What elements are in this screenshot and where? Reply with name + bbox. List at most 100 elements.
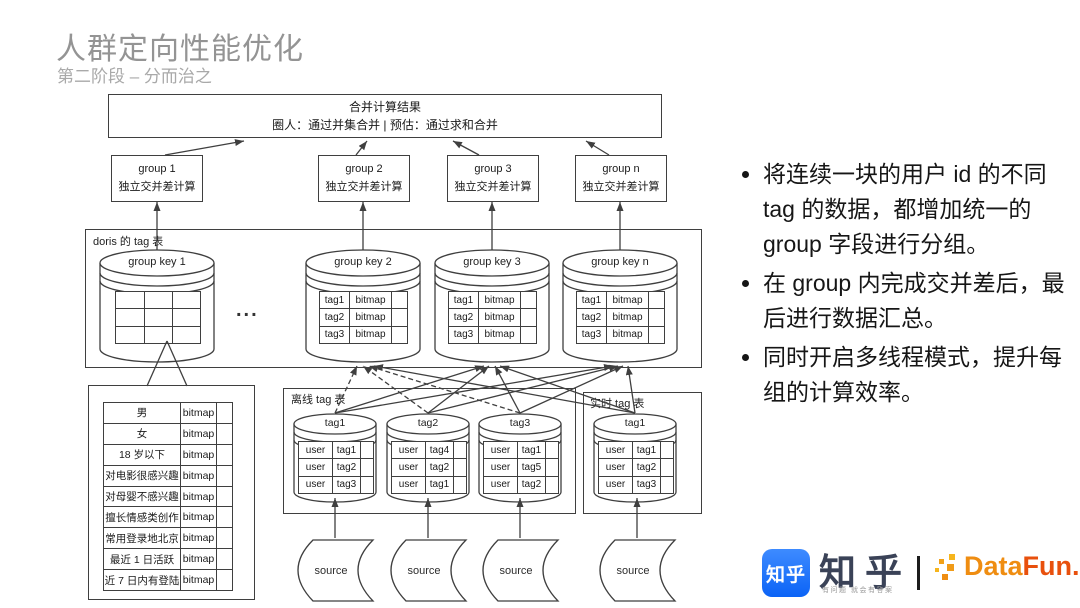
- group-desc: 独立交并差计算: [454, 180, 532, 193]
- cell: [520, 308, 537, 327]
- cell: tag3: [632, 475, 661, 495]
- cell: tag2: [517, 475, 546, 495]
- table-row: [115, 325, 201, 345]
- zhihu-tagline: 有问题 就会有答案: [822, 587, 894, 594]
- realtime-container-label: 实时 tag 表: [590, 398, 645, 410]
- cell: tag4: [425, 440, 454, 460]
- offline-tag1-label: tag1: [324, 417, 346, 429]
- cell: [172, 325, 201, 345]
- group-n-box: group n 独立交并差计算: [575, 155, 667, 202]
- cell: tag1: [332, 440, 361, 460]
- cell: bitmap: [349, 325, 392, 345]
- cell: tag3: [332, 475, 361, 495]
- cell: tag3: [319, 325, 350, 345]
- cell: tag1: [319, 290, 350, 310]
- zhihu-wordmark: 知乎: [819, 552, 911, 593]
- cell: bitmap: [180, 402, 217, 424]
- cell: user: [391, 458, 426, 477]
- cell: user: [598, 458, 633, 477]
- cell: tag1: [632, 440, 661, 460]
- cell: [360, 475, 374, 495]
- cell: 女: [103, 422, 181, 445]
- cell: bitmap: [606, 290, 649, 310]
- merge-result-subtitle: 圈人：通过并集合并 | 预估：通过求和合并: [272, 118, 498, 132]
- group-name: group 1: [138, 163, 176, 176]
- bullet-item: 同时开启多线程模式，提升每组的计算效率。: [763, 340, 1073, 410]
- table-row: [115, 308, 201, 327]
- source-shape-4: source: [599, 539, 677, 602]
- group-name: group n: [602, 163, 640, 176]
- cell: [172, 308, 201, 327]
- cell: [391, 325, 408, 345]
- page-subtitle: 第二阶段 – 分而治之: [57, 67, 212, 86]
- cell: [216, 443, 233, 466]
- cell: tag1: [517, 440, 546, 460]
- cell: bitmap: [180, 527, 217, 550]
- cell: [391, 308, 408, 327]
- cell: [648, 308, 665, 327]
- datafun-dots-icon: [935, 553, 955, 580]
- cell: [648, 325, 665, 345]
- notes-panel: 将连续一块的用户 id 的不同 tag 的数据，都增加统一的 group 字段进…: [733, 157, 1073, 414]
- cell: user: [298, 440, 333, 460]
- cell: 擅长情感类创作: [103, 506, 181, 529]
- datafun-text-1: Data: [964, 551, 1023, 581]
- logo-divider: [917, 556, 920, 590]
- doris-container-label: doris 的 tag 表: [93, 236, 164, 248]
- realtime-tag-container: [583, 392, 702, 514]
- cell: [115, 290, 145, 310]
- group-desc: 独立交并差计算: [325, 180, 403, 193]
- group-desc: 独立交并差计算: [118, 180, 196, 193]
- cell: tag1: [425, 475, 454, 495]
- source-label: source: [616, 565, 649, 577]
- cell: bitmap: [180, 569, 217, 592]
- group-key-n-label: group key n: [591, 256, 649, 268]
- cell: [216, 527, 233, 550]
- group-key-1-grid-table: [115, 290, 201, 345]
- cell: tag3: [576, 325, 607, 345]
- cell: [391, 290, 408, 310]
- cell: [648, 290, 665, 310]
- cell: [360, 458, 374, 477]
- cell: 对母婴不感兴趣: [103, 485, 181, 508]
- source-shape-1: source: [297, 539, 375, 602]
- cell: user: [298, 458, 333, 477]
- cell: bitmap: [180, 506, 217, 529]
- cell: bitmap: [180, 485, 217, 508]
- merge-result-box: 合并计算结果 圈人：通过并集合并 | 预估：通过求和合并: [108, 94, 662, 138]
- cell: bitmap: [478, 290, 521, 310]
- cell: tag2: [632, 458, 661, 477]
- page-title: 人群定向性能优化: [56, 33, 304, 66]
- cell: tag2: [425, 458, 454, 477]
- source-label: source: [499, 565, 532, 577]
- cell: tag2: [319, 308, 350, 327]
- cell: tag3: [448, 325, 479, 345]
- group-name: group 3: [474, 163, 512, 176]
- offline-tag2-label: tag2: [417, 417, 439, 429]
- cell: bitmap: [606, 308, 649, 327]
- cell: [216, 402, 233, 424]
- cell: [520, 325, 537, 345]
- cell: [660, 458, 674, 477]
- cell: user: [598, 440, 633, 460]
- cell: bitmap: [478, 308, 521, 327]
